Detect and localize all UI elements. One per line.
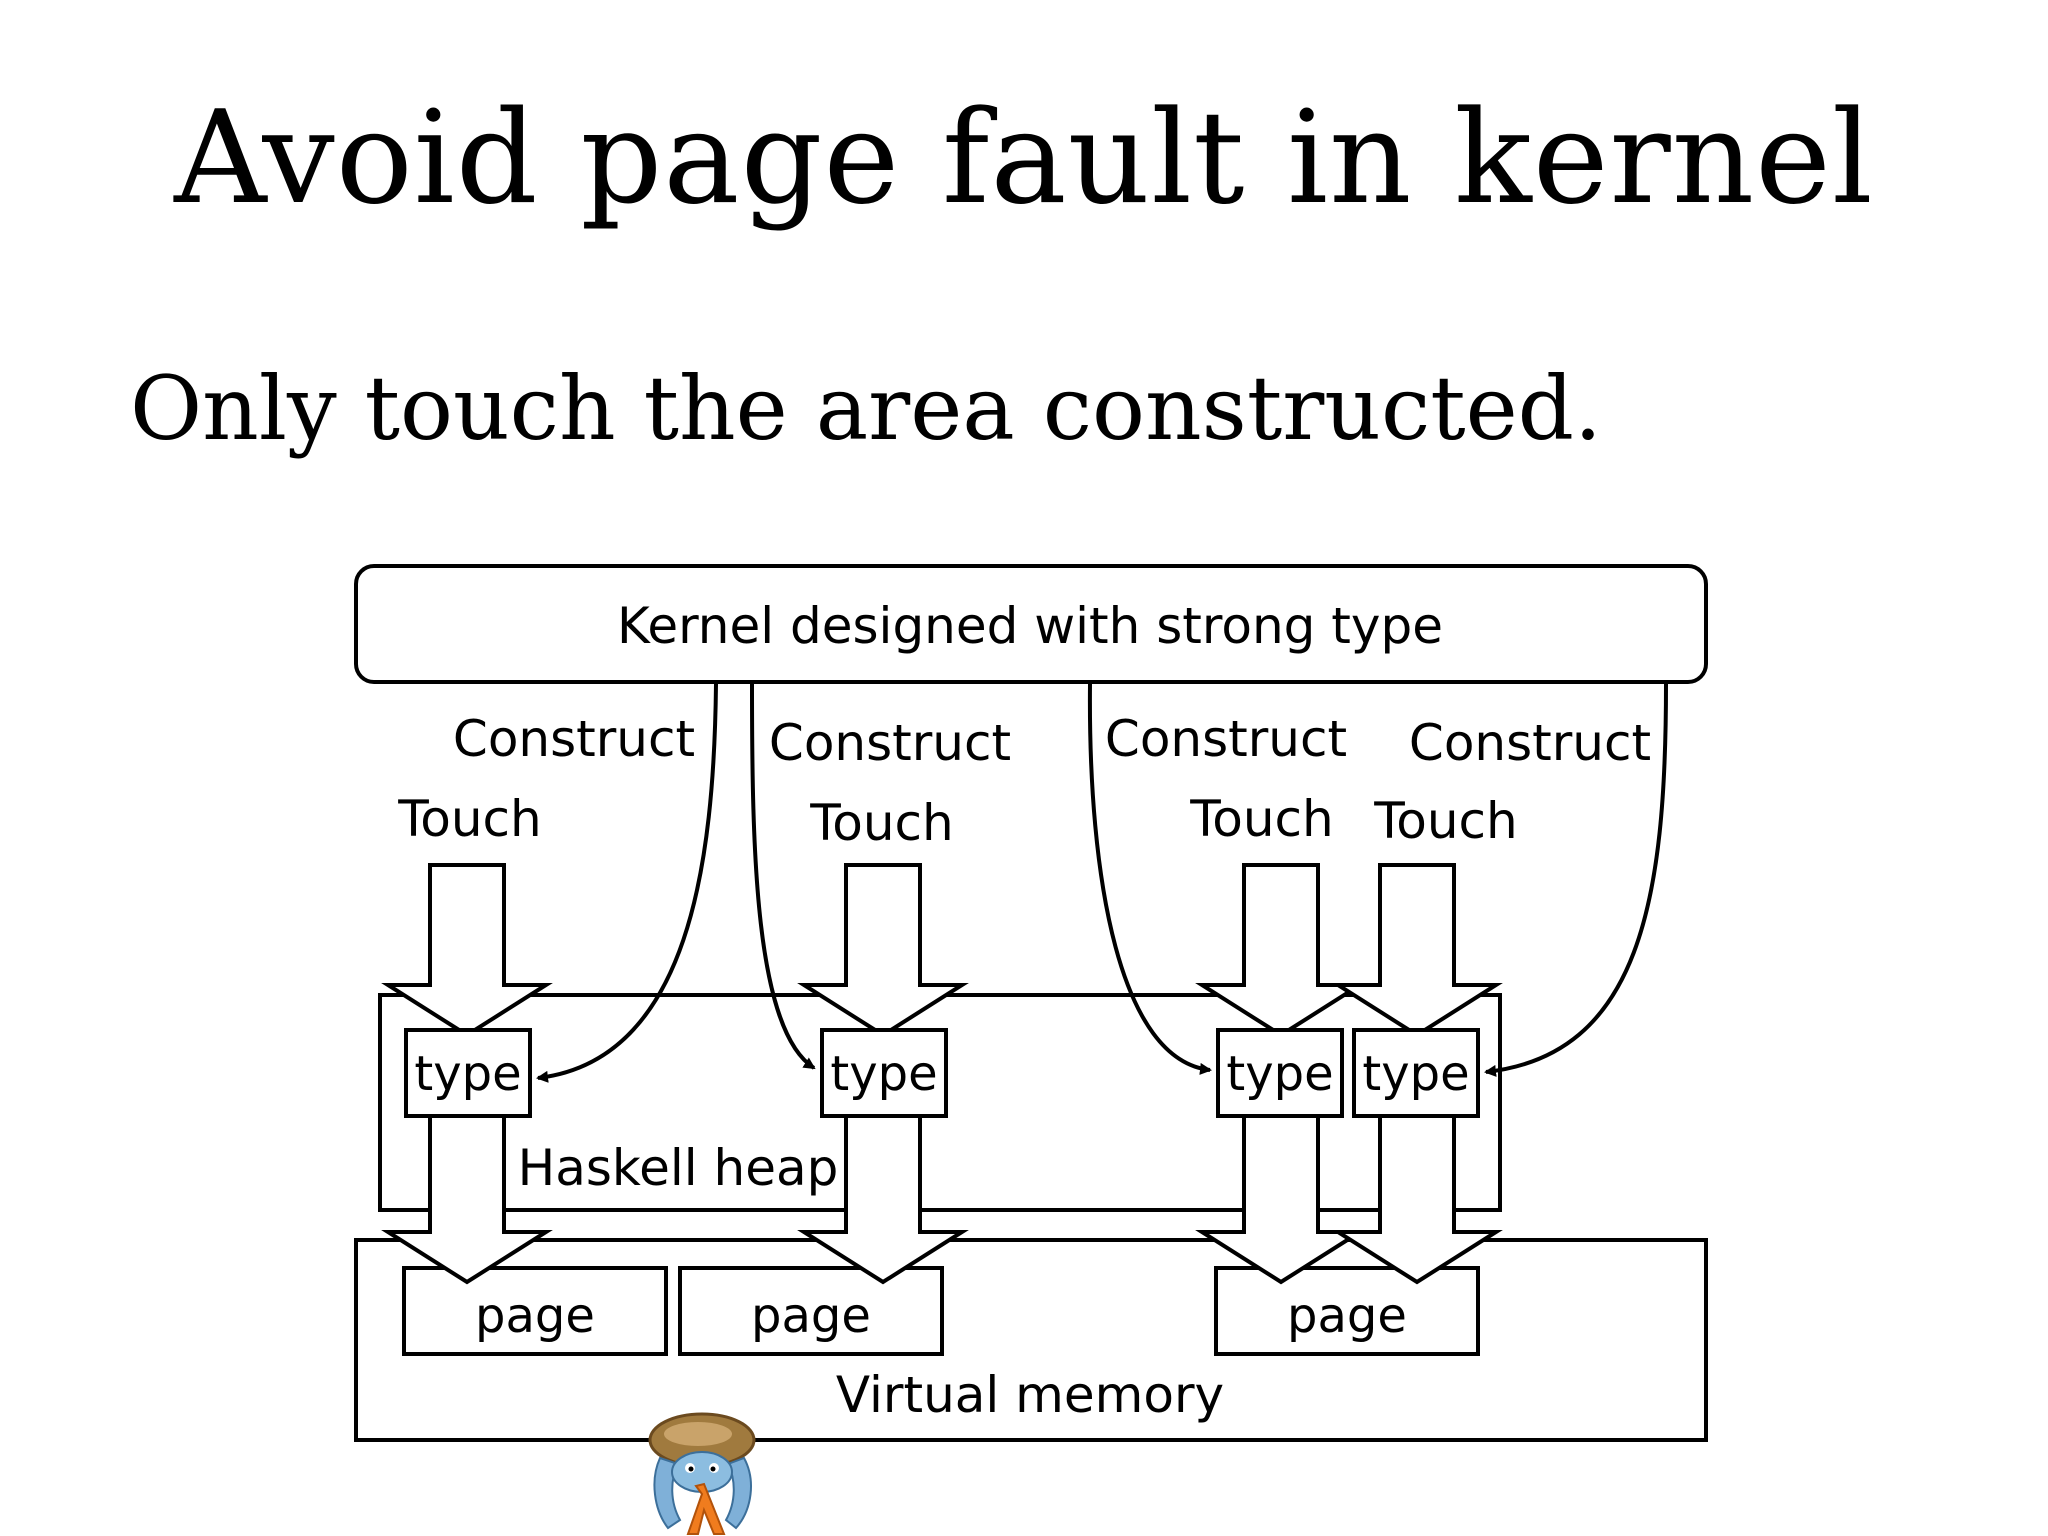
page-label: page	[751, 1288, 871, 1344]
touch-arrow	[381, 863, 553, 1038]
construct-arrow	[536, 683, 718, 1083]
construct-arrow	[750, 683, 816, 1070]
slide-subtitle: Only touch the area constructed.	[130, 357, 1602, 460]
touch-arrow	[797, 863, 969, 1038]
kernel-box	[354, 564, 1708, 684]
touch-label: Touch	[397, 790, 542, 848]
construct-label: Construct	[1409, 714, 1651, 772]
type-label: type	[1226, 1046, 1333, 1102]
page-arrow	[797, 1108, 969, 1285]
page-arrow	[381, 1108, 553, 1285]
construct-arrow	[1484, 683, 1668, 1077]
type-label: type	[1362, 1046, 1469, 1102]
virtual-memory-label: Virtual memory	[836, 1366, 1224, 1424]
construct-label: Construct	[1105, 710, 1347, 768]
page-arrow	[1331, 1108, 1503, 1285]
page-arrow	[1195, 1108, 1367, 1285]
type-box: type	[1352, 1028, 1480, 1118]
touch-label: Touch	[1373, 792, 1518, 850]
page-label: page	[475, 1288, 595, 1344]
construct-label: Construct	[453, 710, 695, 768]
construct-label: Construct	[769, 714, 1011, 772]
haskell-turtle-mascot-icon	[648, 1412, 756, 1535]
type-label: type	[830, 1046, 937, 1102]
type-box: type	[1216, 1028, 1344, 1118]
type-box: type	[820, 1028, 948, 1118]
slide-title: Avoid page fault in kernel	[174, 84, 1874, 233]
haskell-heap-label: Haskell heap	[518, 1139, 839, 1197]
page-box: page	[1214, 1266, 1480, 1356]
construct-arrow	[1087, 683, 1212, 1075]
type-label: type	[414, 1046, 521, 1102]
touch-label: Touch	[809, 794, 954, 852]
touch-label: Touch	[1189, 790, 1334, 848]
page-box: page	[402, 1266, 668, 1356]
page-box: page	[678, 1266, 944, 1356]
type-box: type	[404, 1028, 532, 1118]
kernel-box-label: Kernel designed with strong type	[617, 597, 1443, 655]
touch-arrow	[1195, 863, 1367, 1038]
touch-arrow	[1331, 863, 1503, 1038]
page-label: page	[1287, 1288, 1407, 1344]
